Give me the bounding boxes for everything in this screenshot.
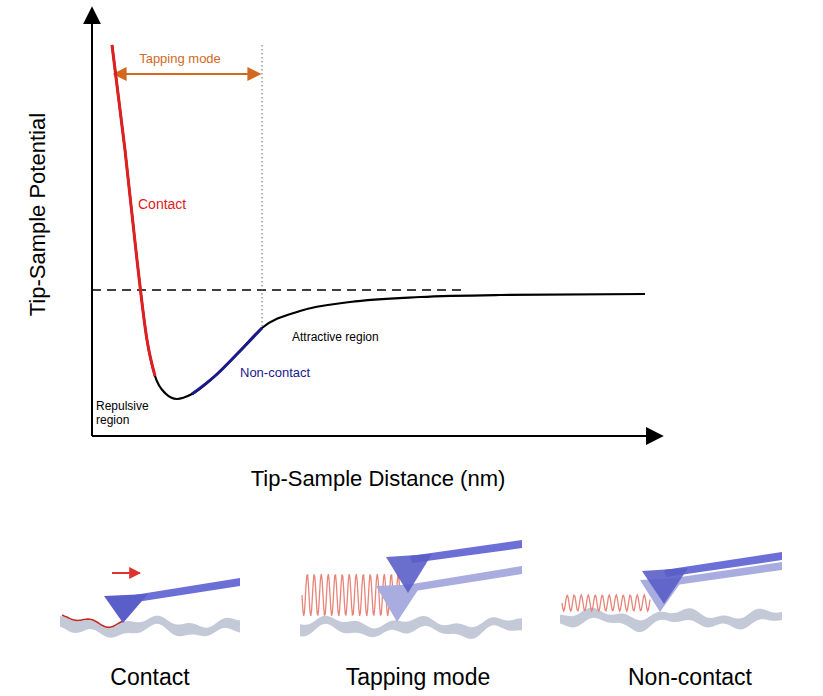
probe-tip <box>104 594 148 623</box>
probe-tip-lower <box>376 584 422 622</box>
region-label: Repulsive region <box>96 400 158 428</box>
axis-title: Tip-Sample Potential <box>25 113 50 316</box>
non-contact-illustration <box>560 552 782 632</box>
sample-surface <box>60 616 240 638</box>
non-contact-segment <box>192 328 262 394</box>
probe-tip <box>386 554 432 593</box>
x-axis <box>92 435 662 437</box>
sample-surface <box>560 608 782 632</box>
probe-tip <box>642 568 688 604</box>
range-label: Tapping mode <box>139 52 221 67</box>
cantilever <box>128 578 240 603</box>
axis-title: Tip-Sample Distance (nm) <box>251 466 506 491</box>
panel-caption: Tapping mode <box>346 664 491 690</box>
sample-surface <box>300 616 522 639</box>
contact-illustration <box>60 573 240 638</box>
zero-line <box>92 289 462 291</box>
tapping-range-arrow <box>114 73 260 75</box>
region-label: Contact <box>138 196 186 212</box>
tip-trace <box>62 615 124 627</box>
range-limit-line <box>262 45 263 326</box>
tapping-illustration <box>300 540 522 639</box>
region-label: Attractive region <box>292 331 379 345</box>
panel-caption: Non-contact <box>628 664 752 690</box>
panel-caption: Contact <box>110 664 189 690</box>
region-label: Non-contact <box>240 366 310 381</box>
potential-curve <box>112 45 645 399</box>
scan-arrow <box>112 572 140 574</box>
y-axis <box>91 8 93 436</box>
oscillation-trace <box>562 595 650 611</box>
